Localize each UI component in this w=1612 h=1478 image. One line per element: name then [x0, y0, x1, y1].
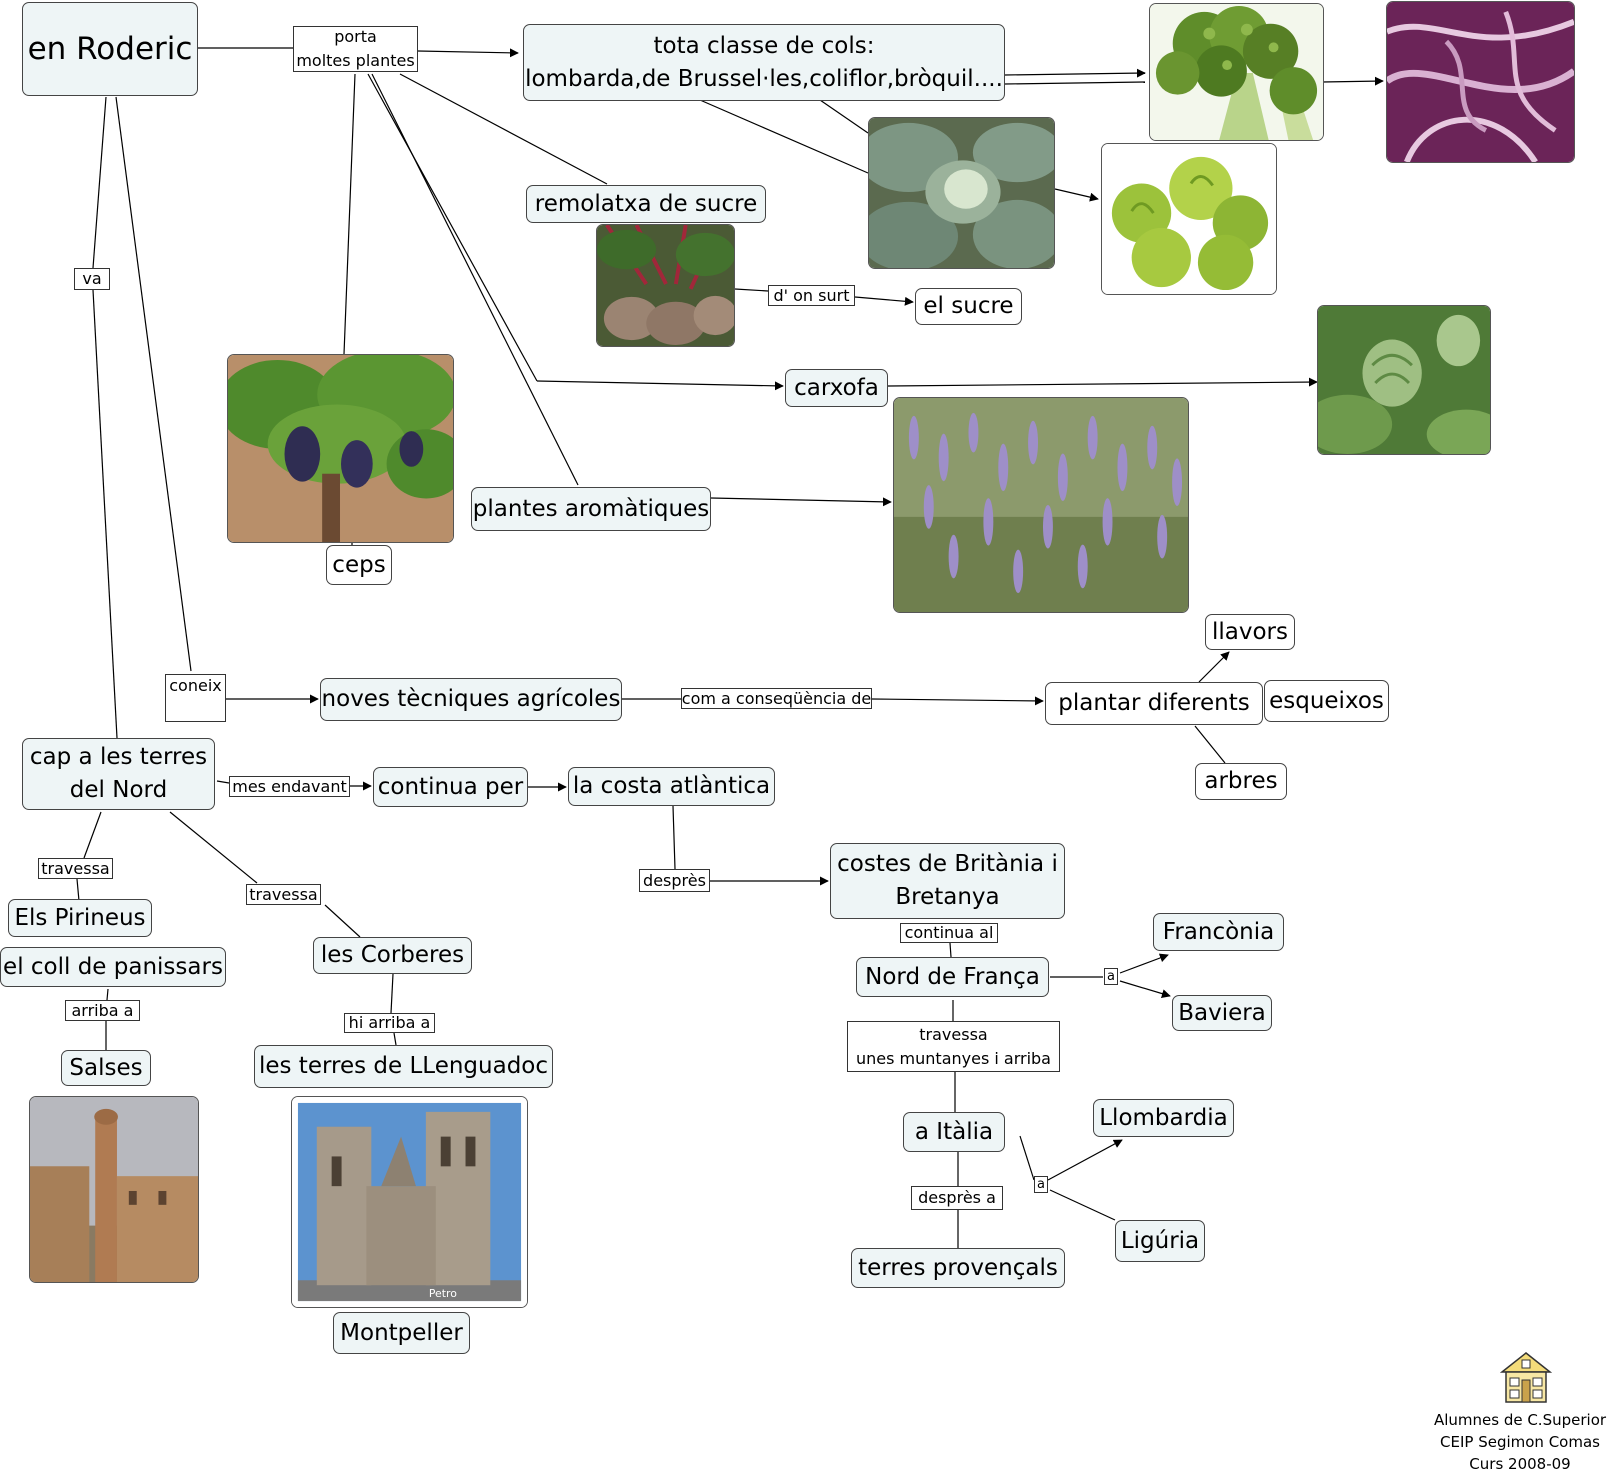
link-va[interactable]: va — [74, 268, 110, 290]
school-house-icon — [1500, 1352, 1552, 1403]
credits-line-1: Alumnes de C.Superior — [1433, 1411, 1607, 1429]
grapevine-image — [227, 354, 454, 543]
link-d-on-surt[interactable]: d' on surt — [768, 285, 855, 306]
link-continua-al[interactable]: continua al — [900, 923, 998, 943]
sugar-beet-image — [596, 224, 735, 347]
node-ceps[interactable]: ceps — [326, 545, 392, 585]
credits: Alumnes de C.Superior CEIP Segimon Comas… — [1430, 1410, 1610, 1475]
node-nord-de-franca[interactable]: Nord de França — [856, 957, 1049, 997]
node-baviera[interactable]: Baviera — [1172, 995, 1272, 1031]
node-continua-per[interactable]: continua per — [373, 767, 528, 807]
cabbage-field-image — [868, 117, 1055, 269]
link-travessa-corberes[interactable]: travessa — [246, 884, 321, 905]
link-porta-line-1: porta — [334, 27, 377, 46]
link-travessa-unes-muntanyes[interactable]: travessa unes muntanyes i arriba — [847, 1021, 1060, 1072]
node-llavors[interactable]: llavors — [1205, 614, 1295, 650]
link-travessa-line-2: unes muntanyes i arriba — [856, 1048, 1051, 1068]
link-porta-moltes-plantes[interactable]: porta moltes plantes — [293, 26, 418, 72]
node-terres-nord-line-1: cap a les terres — [29, 744, 208, 771]
node-salses[interactable]: Salses — [61, 1050, 151, 1086]
node-esqueixos[interactable]: esqueixos — [1264, 680, 1389, 722]
lavender-image — [893, 397, 1189, 613]
node-cols-line-2: lombarda,de Brussel·les,coliflor,bròquil… — [525, 65, 1003, 92]
link-mes-endavant[interactable]: mes endavant — [229, 776, 350, 797]
node-el-coll-de-panissars[interactable]: el coll de panissars — [0, 947, 226, 987]
node-en-roderic[interactable]: en Roderic — [22, 2, 198, 96]
montpellier-cathedral-image: Petro — [291, 1096, 528, 1308]
link-travessa-pirineus[interactable]: travessa — [38, 858, 113, 879]
node-costes-de-britania[interactable]: costes de Britània i Bretanya — [830, 843, 1065, 919]
brussels-sprouts-image — [1101, 143, 1277, 295]
link-hi-arriba-a[interactable]: hi arriba a — [344, 1013, 435, 1033]
node-britania-line-2: Bretanya — [895, 884, 1000, 910]
node-les-terres-de-llenguadoc[interactable]: les terres de LLenguadoc — [254, 1045, 553, 1088]
node-cap-a-les-terres-del-nord[interactable]: cap a les terres del Nord — [22, 738, 215, 810]
node-plantar-diferents[interactable]: plantar diferents — [1045, 682, 1263, 725]
link-despres-a[interactable]: desprès a — [911, 1186, 1003, 1210]
artichoke-image — [1317, 305, 1491, 455]
node-cols-line-1: tota classe de cols: — [653, 32, 875, 59]
link-a-franca[interactable]: a — [1104, 968, 1118, 985]
link-arriba-a[interactable]: arriba a — [65, 1000, 140, 1021]
node-a-italia[interactable]: a Itàlia — [903, 1112, 1005, 1152]
node-tota-classe-de-cols[interactable]: tota classe de cols: lombarda,de Brussel… — [523, 24, 1005, 101]
node-la-costa-atlantica[interactable]: la costa atlàntica — [568, 767, 775, 806]
link-a-italia[interactable]: a — [1034, 1176, 1048, 1193]
node-terres-provencals[interactable]: terres provençals — [851, 1248, 1065, 1288]
node-remolatxa-de-sucre[interactable]: remolatxa de sucre — [526, 185, 766, 223]
node-franconia[interactable]: Francònia — [1153, 913, 1284, 951]
node-llombardia[interactable]: Llombardia — [1093, 1099, 1234, 1137]
node-montpeller[interactable]: Montpeller — [333, 1312, 470, 1354]
node-arbres[interactable]: arbres — [1195, 763, 1287, 800]
node-liguria[interactable]: Ligúria — [1115, 1220, 1205, 1262]
credits-line-3: Curs 2008-09 — [1469, 1454, 1571, 1473]
node-el-sucre[interactable]: el sucre — [915, 288, 1022, 325]
link-coneix[interactable]: coneix — [165, 674, 226, 722]
credits-line-2: CEIP Segimon Comas — [1440, 1432, 1600, 1451]
salses-fortress-image — [29, 1096, 199, 1283]
link-com-a-consequencia-de[interactable]: com a conseqüència de — [681, 688, 872, 709]
node-les-corberes[interactable]: les Corberes — [313, 937, 472, 974]
node-els-pirineus[interactable]: Els Pirineus — [8, 899, 152, 937]
broccoli-image — [1149, 3, 1324, 141]
photo-watermark: Petro — [429, 1287, 457, 1300]
link-travessa-line-1: travessa — [919, 1024, 988, 1044]
node-plantes-aromatiques[interactable]: plantes aromàtiques — [471, 487, 711, 531]
red-cabbage-image — [1386, 1, 1575, 163]
link-porta-line-2: moltes plantes — [296, 51, 415, 70]
node-carxofa[interactable]: carxofa — [785, 369, 888, 407]
node-britania-line-1: costes de Britània i — [837, 851, 1058, 878]
node-terres-nord-line-2: del Nord — [69, 777, 168, 803]
link-despres[interactable]: desprès — [639, 869, 710, 892]
node-noves-tecniques-agricoles[interactable]: noves tècniques agrícoles — [320, 678, 622, 721]
